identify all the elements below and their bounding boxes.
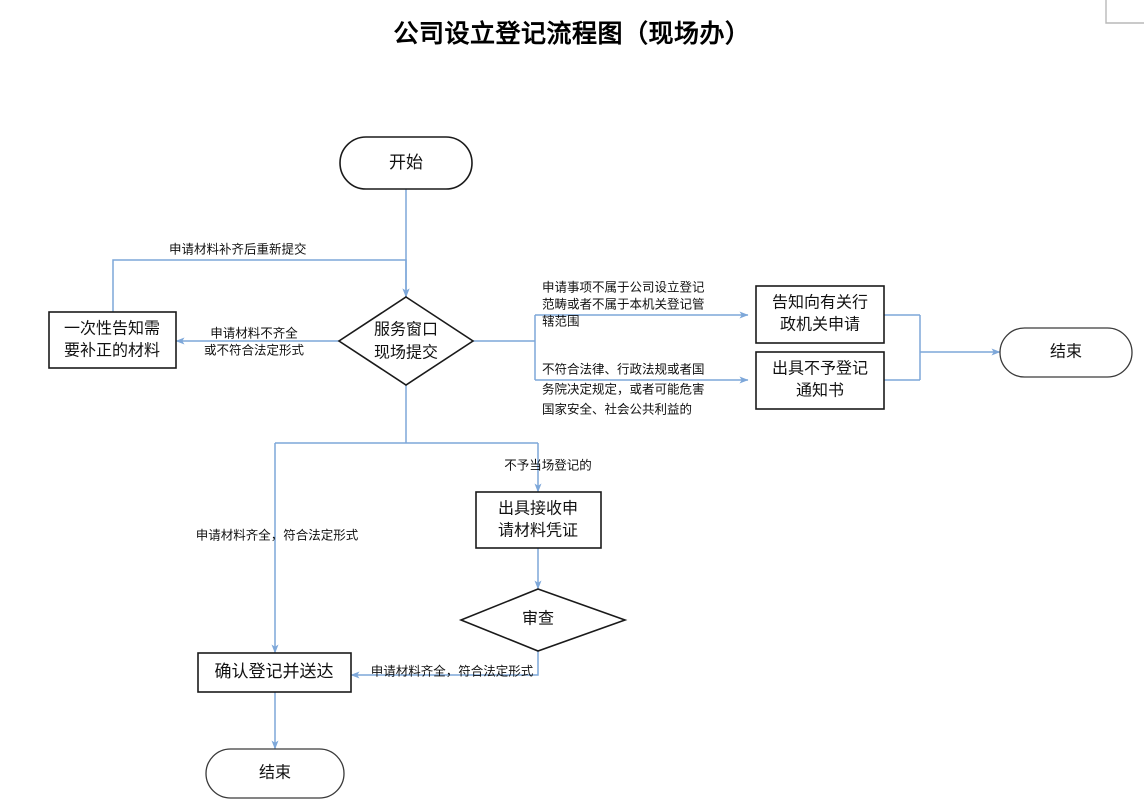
node-review[interactable]: 审查 bbox=[458, 588, 628, 652]
node-end-bottom[interactable]: 结束 bbox=[205, 748, 345, 799]
node-end-right-label: 结束 bbox=[1050, 343, 1082, 361]
connectors-layer bbox=[112, 189, 1001, 750]
node-submit-label-line2: 现场提交 bbox=[374, 344, 438, 362]
edge-label-out-of-scope-line1: 申请事项不属于公司设立登记 bbox=[542, 279, 705, 294]
node-end-bottom-label: 结束 bbox=[259, 764, 291, 782]
node-start[interactable]: 开始 bbox=[339, 136, 473, 190]
page-corner-mark bbox=[1105, 0, 1144, 24]
edge-labels-layer: 申请材料补齐后重新提交 申请材料不齐全 或不符合法定形式 申请事项不属于公司设立… bbox=[169, 241, 705, 678]
node-notify-correction-line2: 要补正的材料 bbox=[64, 342, 160, 360]
node-end-right[interactable]: 结束 bbox=[999, 327, 1133, 378]
edge-label-illegal-line2: 务院决定规定，或者可能危害 bbox=[542, 381, 705, 396]
edge-label-incomplete-line1: 申请材料不齐全 bbox=[210, 325, 298, 340]
edge-label-not-onsite: 不予当场登记的 bbox=[504, 457, 592, 472]
node-refusal-notice-line1: 出具不予登记 bbox=[772, 360, 868, 378]
node-confirm-registration[interactable]: 确认登记并送达 bbox=[197, 652, 352, 693]
node-notify-other-line2: 政机关申请 bbox=[780, 316, 860, 334]
node-notify-correction[interactable]: 一次性告知需 要补正的材料 bbox=[48, 311, 177, 369]
node-receipt-voucher[interactable]: 出具接收申 请材料凭证 bbox=[475, 491, 602, 549]
edge-notify-fix-to-submit bbox=[112, 259, 410, 312]
edge-label-complete-review: 申请材料齐全，符合法定形式 bbox=[371, 663, 534, 678]
edge-label-incomplete-line2: 或不符合法定形式 bbox=[204, 342, 305, 357]
node-refusal-notice-line2: 通知书 bbox=[796, 382, 844, 400]
node-notify-correction-line1: 一次性告知需 bbox=[64, 320, 160, 338]
node-submit-label-line1: 服务窗口 bbox=[374, 321, 438, 339]
edge-label-illegal-line3: 国家安全、社会公共利益的 bbox=[542, 401, 692, 416]
page-title: 公司设立登记流程图（现场办） bbox=[393, 21, 751, 48]
node-receipt-line2: 请材料凭证 bbox=[498, 522, 578, 540]
node-receipt-line1: 出具接收申 bbox=[498, 500, 578, 518]
node-notify-other-agency[interactable]: 告知向有关行 政机关申请 bbox=[755, 285, 885, 344]
node-submit-window[interactable]: 服务窗口 现场提交 bbox=[337, 296, 475, 386]
node-start-label: 开始 bbox=[389, 153, 423, 172]
node-review-label: 审查 bbox=[522, 610, 554, 628]
edge-label-resubmit: 申请材料补齐后重新提交 bbox=[169, 241, 307, 256]
edge-label-illegal-line1: 不符合法律、行政法规或者国 bbox=[542, 361, 705, 376]
edge-label-out-of-scope-line2: 范畴或者不属于本机关登记管 bbox=[542, 296, 705, 311]
edge-label-complete-left: 申请材料齐全，符合法定形式 bbox=[196, 527, 359, 542]
node-refusal-notice[interactable]: 出具不予登记 通知书 bbox=[755, 351, 885, 410]
node-confirm-label: 确认登记并送达 bbox=[215, 662, 334, 681]
edge-review-to-confirm bbox=[350, 651, 539, 679]
node-notify-other-line1: 告知向有关行 bbox=[772, 294, 868, 312]
edge-label-out-of-scope-line3: 辖范围 bbox=[542, 313, 580, 328]
